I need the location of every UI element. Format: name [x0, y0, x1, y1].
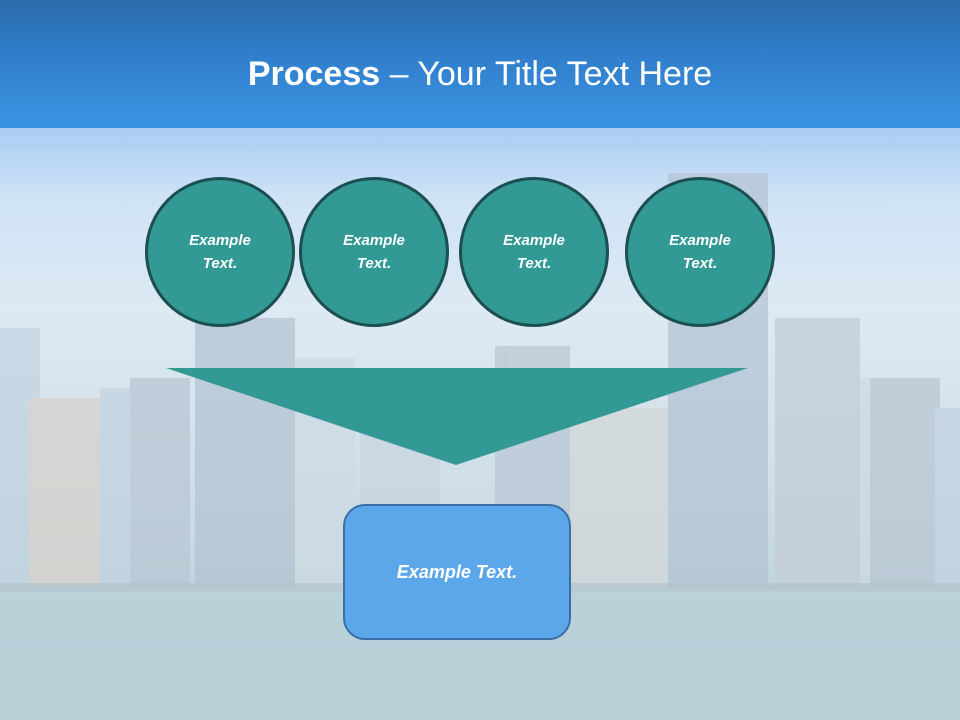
title-banner [0, 0, 960, 128]
input-circle-3-label: Example Text. [503, 232, 565, 272]
input-circle-1-label: Example Text. [189, 232, 251, 272]
output-box[interactable]: Example Text. [343, 504, 571, 640]
input-circle-4[interactable]: Example Text. [625, 177, 775, 327]
title-separator: – [380, 55, 418, 93]
output-box-label: Example Text. [396, 561, 518, 582]
input-circle-4-label: Example Text. [669, 232, 731, 272]
slide-title: Process – Your Title Text Here [0, 52, 960, 96]
input-circle-1[interactable]: Example Text. [145, 177, 295, 327]
title-bold: Process [247, 55, 381, 93]
input-circle-2[interactable]: Example Text. [299, 177, 449, 327]
input-circle-2-label: Example Text. [343, 232, 405, 272]
input-circle-3[interactable]: Example Text. [459, 177, 609, 327]
title-rest: Your Title Text Here [417, 55, 713, 93]
